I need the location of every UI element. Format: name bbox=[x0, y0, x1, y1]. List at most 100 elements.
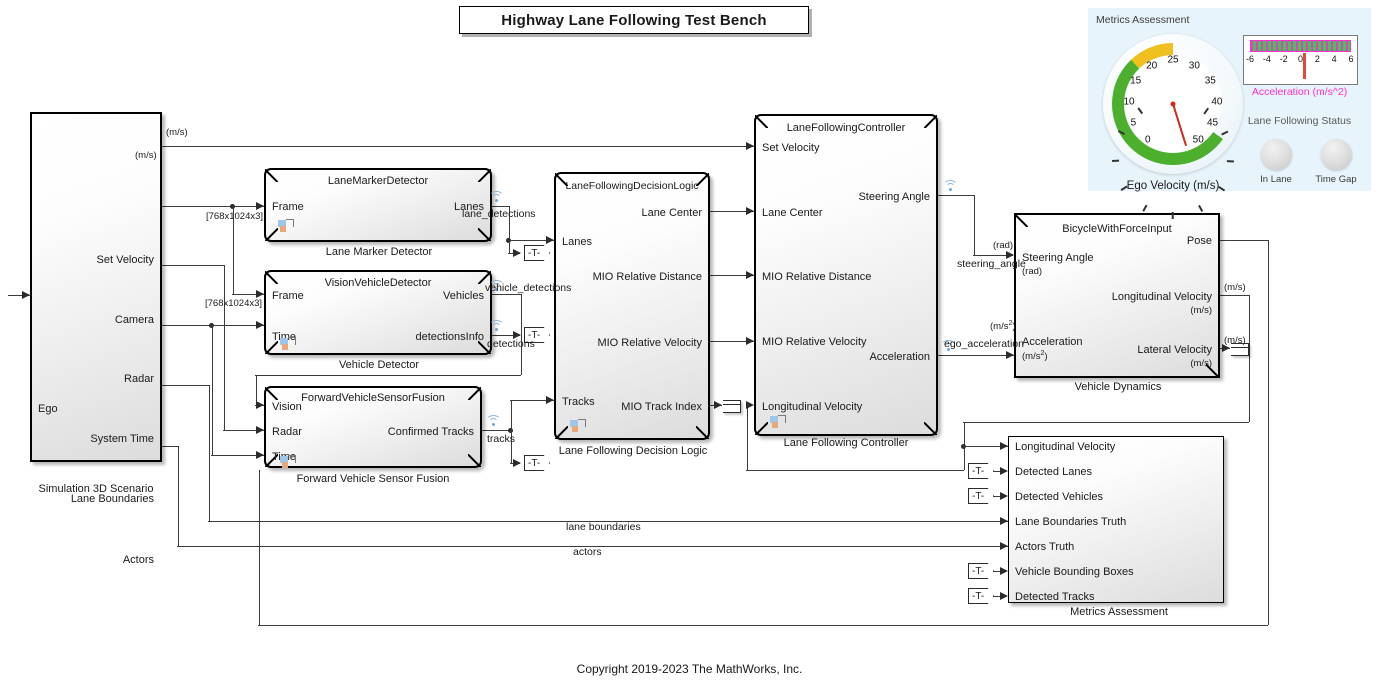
port-in-ego: Ego bbox=[38, 403, 58, 415]
label-steering-angle: steering_angle bbox=[957, 258, 1026, 270]
port-out-lateral-velocity: Lateral Velocity bbox=[1137, 344, 1212, 356]
gauge-tick-label: 15 bbox=[1130, 75, 1142, 87]
goto-tag-detections[interactable]: -T- bbox=[524, 327, 550, 343]
port-in-mio-relative-distance: MIO Relative Distance bbox=[762, 271, 872, 283]
acceleration-tick-label: 6 bbox=[1348, 54, 1354, 64]
corner-mark-br bbox=[924, 422, 937, 435]
terminator-lateral-velocity[interactable] bbox=[1231, 343, 1249, 356]
port-in-lane-boundaries-truth: Lane Boundaries Truth bbox=[1015, 516, 1127, 528]
unit-out-lateral-velocity: (m/s) bbox=[1190, 358, 1212, 369]
unit-set-velocity-top: (m/s) bbox=[166, 127, 188, 138]
port-in-frame: Frame bbox=[272, 290, 304, 302]
port-in-detected-tracks: Detected Tracks bbox=[1015, 591, 1095, 603]
model-reference-icon bbox=[280, 455, 296, 469]
signal-logging-icon bbox=[941, 340, 956, 352]
block-lane-marker-detector[interactable]: LaneMarkerDetector Frame Lanes bbox=[264, 168, 492, 242]
block-vision-vehicle-detector[interactable]: VisionVehicleDetector Frame Time Vehicle… bbox=[264, 270, 492, 355]
caption-forward-vehicle-sensor-fusion: Forward Vehicle Sensor Fusion bbox=[296, 473, 450, 485]
port-out-confirmed-tracks: Confirmed Tracks bbox=[387, 426, 474, 438]
block-lane-following-decision-logic[interactable]: LaneFollowingDecisionLogic Lanes Tracks … bbox=[554, 172, 710, 440]
block-forward-vehicle-sensor-fusion[interactable]: ForwardVehicleSensorFusion Vision Radar … bbox=[264, 386, 482, 468]
gauge-tick bbox=[1142, 204, 1148, 212]
acceleration-tick-label: -6 bbox=[1245, 54, 1255, 64]
terminator-mio-track-index[interactable] bbox=[723, 400, 741, 413]
port-out-lane-boundaries: Lane Boundaries bbox=[70, 493, 154, 505]
block-metrics-assessment[interactable]: Longitudinal Velocity Detected Lanes Det… bbox=[1008, 436, 1224, 603]
caption-lane-marker-detector: Lane Marker Detector bbox=[325, 246, 433, 258]
caption-metrics-assessment: Metrics Assessment bbox=[1070, 606, 1168, 618]
model-reference-icon bbox=[570, 419, 586, 433]
label-lateral-velocity-unit: (m/s) bbox=[1224, 335, 1246, 346]
page-title: Highway Lane Following Test Bench bbox=[459, 6, 809, 34]
acceleration-tick-label: -2 bbox=[1279, 54, 1288, 64]
corner-mark-bl bbox=[555, 426, 568, 439]
caption-vehicle-detector: Vehicle Detector bbox=[338, 359, 420, 371]
goto-tag-detected-tracks[interactable]: -T- bbox=[968, 588, 994, 604]
acceleration-tick-label: 4 bbox=[1331, 54, 1337, 64]
model-reference-icon bbox=[770, 415, 786, 429]
goto-tag-vehicle-bounding-boxes[interactable]: -T- bbox=[968, 563, 994, 579]
port-out-detections-info: detectionsInfo bbox=[415, 331, 485, 343]
block-simulation-3d-scenario[interactable]: Ego Set Velocity Camera Radar System Tim… bbox=[30, 112, 162, 566]
signal-logging-icon bbox=[486, 415, 501, 427]
caption-vehicle-dynamics: Vehicle Dynamics bbox=[1074, 381, 1162, 393]
signal-logging-icon bbox=[489, 280, 504, 292]
port-in-mio-relative-velocity: MIO Relative Velocity bbox=[762, 336, 867, 348]
port-in-acceleration: Acceleration bbox=[1022, 336, 1083, 348]
label-bus-camera-2: [768x1024x3] bbox=[205, 298, 263, 309]
signal-logging-icon bbox=[943, 180, 958, 192]
port-in-detected-lanes: Detected Lanes bbox=[1015, 466, 1093, 478]
block-name-lane-following-controller: LaneFollowingController bbox=[786, 122, 906, 134]
port-out-mio-relative-distance: MIO Relative Distance bbox=[592, 271, 702, 283]
caption-lane-following-controller: Lane Following Controller bbox=[783, 437, 909, 449]
model-reference-icon bbox=[280, 337, 296, 351]
caption-simulation-3d-scenario: Simulation 3D Scenario bbox=[38, 483, 154, 495]
port-out-pose: Pose bbox=[1186, 235, 1212, 247]
led-in-lane[interactable] bbox=[1261, 139, 1292, 170]
led-time-gap[interactable] bbox=[1321, 139, 1352, 170]
port-in-set-velocity: Set Velocity bbox=[762, 142, 820, 154]
gauge-tick-label: 10 bbox=[1123, 96, 1135, 108]
label-longitudinal-velocity-unit: (m/s) bbox=[1224, 282, 1246, 293]
port-out-mio-relative-velocity: MIO Relative Velocity bbox=[597, 337, 702, 349]
port-in-tracks: Tracks bbox=[562, 396, 595, 408]
led-label-time-gap: Time Gap bbox=[1315, 174, 1357, 185]
gauge-tick-label: 35 bbox=[1204, 75, 1216, 87]
unit-set-velocity-bottom: (m/s) bbox=[135, 150, 157, 161]
block-name-lane-following-decision-logic: LaneFollowingDecisionLogic bbox=[565, 180, 699, 192]
label-steering-angle-unit: (rad) bbox=[993, 240, 1014, 251]
goto-tag-detected-vehicles[interactable]: -T- bbox=[968, 488, 994, 504]
port-out-vehicles: Vehicles bbox=[443, 290, 484, 302]
label-actors: actors bbox=[573, 546, 602, 558]
goto-tag-detected-lanes[interactable]: -T- bbox=[968, 463, 994, 479]
block-lane-following-controller[interactable]: LaneFollowingController Set Velocity Lan… bbox=[754, 114, 938, 436]
gauge-tick-label: 50 bbox=[1192, 134, 1204, 146]
corner-mark-br bbox=[468, 454, 481, 467]
label-detections: detections bbox=[487, 338, 535, 350]
block-vehicle-dynamics[interactable]: BicycleWithForceInput Steering Angle (ra… bbox=[1014, 213, 1220, 378]
unit-in-steering-angle: (rad) bbox=[1022, 266, 1043, 277]
signal-logging-icon bbox=[489, 320, 504, 332]
gauge-tick-label: 45 bbox=[1206, 117, 1219, 129]
goto-tag-tracks[interactable]: -T- bbox=[524, 455, 550, 471]
dashboard-title: Metrics Assessment bbox=[1096, 14, 1190, 26]
acceleration-tick-label: 0 bbox=[1297, 54, 1304, 64]
port-in-lanes: Lanes bbox=[562, 236, 592, 248]
signal-logging-icon bbox=[489, 191, 504, 203]
port-out-actors: Actors bbox=[122, 554, 154, 566]
port-in-time: Time bbox=[272, 331, 297, 343]
goto-tag-lane-detections[interactable]: -T- bbox=[524, 245, 550, 261]
gauge-tick bbox=[1226, 160, 1234, 162]
unit-in-acceleration: (m/s2) bbox=[1022, 350, 1048, 363]
copyright-text: Copyright 2019-2023 The MathWorks, Inc. bbox=[576, 662, 803, 676]
port-out-longitudinal-velocity: Longitudinal Velocity bbox=[1111, 291, 1212, 303]
acceleration-tick-label: -4 bbox=[1262, 54, 1271, 64]
gauge-needle-hub bbox=[1170, 101, 1176, 107]
port-in-vehicle-bounding-boxes: Vehicle Bounding Boxes bbox=[1015, 566, 1134, 578]
gauge-tick-label: 20 bbox=[1146, 60, 1158, 72]
port-out-mio-track-index: MIO Track Index bbox=[621, 401, 702, 413]
port-in-actors-truth: Actors Truth bbox=[1015, 541, 1075, 553]
port-in-radar: Radar bbox=[272, 426, 302, 438]
